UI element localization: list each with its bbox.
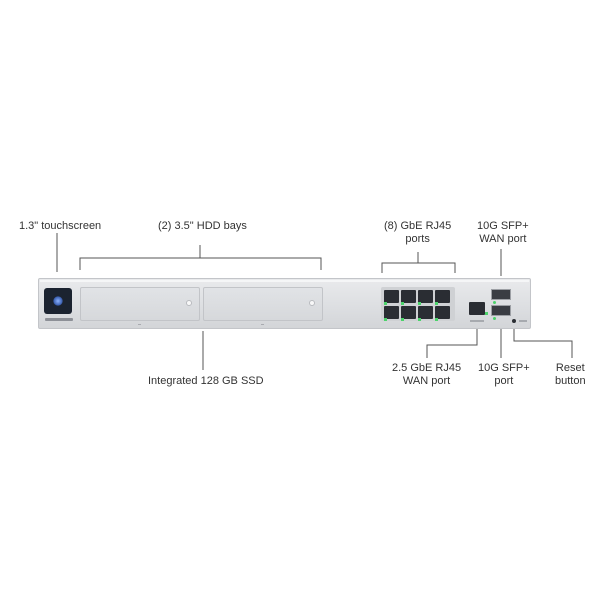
callout-hdd-bays <box>79 257 322 270</box>
gbe-port-1[interactable] <box>384 290 399 305</box>
gbe-port-5[interactable] <box>384 306 399 321</box>
gbe-port-7[interactable] <box>418 306 433 321</box>
gbe-ports-label: (8) GbE RJ45 ports <box>384 220 451 246</box>
wan-port-marking <box>470 320 484 322</box>
sfp-wan-label-line2: WAN port <box>479 233 527 245</box>
hdd-bay-1-marker <box>138 324 141 325</box>
gbe-ports-label-line1: (8) GbE RJ45 <box>384 220 452 232</box>
sfp-wan-port[interactable] <box>491 289 511 300</box>
hdd-bays-label-text: (2) 3.5" HDD bays <box>158 220 247 232</box>
reset-button[interactable] <box>512 319 516 323</box>
sfp-wan-label: 10G SFP+ WAN port <box>477 220 529 246</box>
link-led-icon <box>401 318 404 321</box>
reset-label: Reset button <box>555 362 586 388</box>
reset-label-line1: Reset <box>555 362 585 374</box>
touchscreen-label-text: 1.3" touchscreen <box>19 220 102 232</box>
link-led-icon <box>435 302 438 305</box>
hdd-bays-label: (2) 3.5" HDD bays <box>158 220 247 233</box>
hdd-bay-1-latch-icon[interactable] <box>186 300 192 306</box>
callout-gbe-ports <box>381 262 456 273</box>
wan-rj45-label-line1: 2.5 GbE RJ45 <box>392 362 462 374</box>
link-led-icon <box>384 302 387 305</box>
sfp-port-label: 10G SFP+ port <box>478 362 530 388</box>
sfp-wan-led-icon <box>493 301 496 304</box>
touchscreen-status-icon <box>53 296 63 306</box>
link-led-icon <box>384 318 387 321</box>
sfp-port-led-icon <box>493 317 496 320</box>
gbe-port-8[interactable] <box>435 306 450 321</box>
hdd-bay-2-latch-icon[interactable] <box>309 300 315 306</box>
hdd-bay-2-marker <box>261 324 264 325</box>
sfp-port-label-line2: port <box>494 375 514 387</box>
ssd-label: Integrated 128 GB SSD <box>148 375 264 388</box>
touchscreen-label: 1.3" touchscreen <box>19 220 101 233</box>
wan-rj45-port[interactable] <box>469 302 485 315</box>
link-led-icon <box>418 302 421 305</box>
wan-rj45-label: 2.5 GbE RJ45 WAN port <box>392 362 461 388</box>
hdd-bay-2[interactable] <box>203 287 323 321</box>
hdd-bay-1[interactable] <box>80 287 200 321</box>
gbe-port-3[interactable] <box>418 290 433 305</box>
sfp-port[interactable] <box>491 305 511 316</box>
gbe-port-6[interactable] <box>401 306 416 321</box>
ssd-label-text: Integrated 128 GB SSD <box>148 375 264 387</box>
reset-label-line2: button <box>555 375 586 387</box>
callout-reset <box>513 326 573 358</box>
gbe-ports-label-line2: ports <box>405 233 430 245</box>
brand-logo <box>45 318 73 321</box>
sfp-wan-label-line1: 10G SFP+ <box>477 220 529 232</box>
wan-rj45-label-line2: WAN port <box>402 375 451 387</box>
wan-link-led-icon <box>485 312 488 315</box>
reset-marking <box>519 320 527 322</box>
chassis-top-edge <box>40 280 529 282</box>
link-led-icon <box>418 318 421 321</box>
link-led-icon <box>435 318 438 321</box>
gbe-port-2[interactable] <box>401 290 416 305</box>
gbe-port-4[interactable] <box>435 290 450 305</box>
link-led-icon <box>401 302 404 305</box>
sfp-port-label-line1: 10G SFP+ <box>478 362 530 374</box>
